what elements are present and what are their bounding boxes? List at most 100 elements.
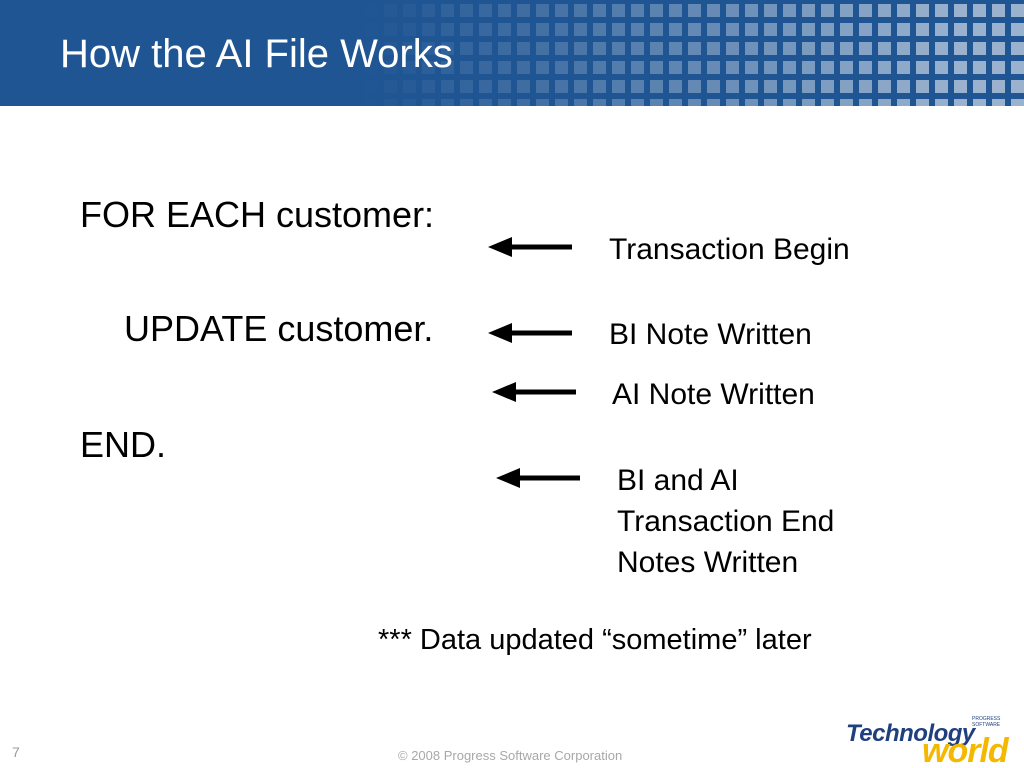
header-pattern-square [460,99,473,106]
header-pattern-square [935,80,948,93]
header-pattern-square [897,4,910,17]
header-pattern-square [859,80,872,93]
header-pattern-square [764,61,777,74]
header-pattern-square [555,80,568,93]
header-pattern-square [878,80,891,93]
header-pattern-square [992,23,1005,36]
header-pattern-square [1011,23,1024,36]
header-pattern-square [498,42,511,55]
header-pattern-square [517,4,530,17]
header-pattern-square [517,80,530,93]
header-pattern-square [859,61,872,74]
copyright: © 2008 Progress Software Corporation [398,748,623,763]
header-pattern-square [745,42,758,55]
header-pattern-square [973,99,986,106]
header-pattern-square [631,99,644,106]
header-pattern-square [916,99,929,106]
header-pattern-square [669,4,682,17]
header-pattern-square [574,23,587,36]
header-pattern-square [555,61,568,74]
header-pattern-square [593,99,606,106]
header-pattern-square [726,4,739,17]
header-pattern-square [574,61,587,74]
header-pattern-square [669,99,682,106]
header-pattern-square [916,23,929,36]
header-pattern-square [726,99,739,106]
header-pattern-square [840,4,853,17]
header-pattern-square [536,61,549,74]
header-pattern-square [821,99,834,106]
header-pattern-square [669,23,682,36]
header-pattern-square [574,4,587,17]
header-pattern-square [498,4,511,17]
technology-world-logo: PROGRESS SOFTWARE Technology world [842,716,1020,768]
note-transaction-end-line1: BI and AI [617,464,739,497]
header-pattern-square [821,42,834,55]
header-pattern-square [726,61,739,74]
header-pattern-square [783,23,796,36]
header-pattern-square [479,42,492,55]
header-pattern-square [840,61,853,74]
header-pattern-square [441,4,454,17]
header-pattern-square [593,23,606,36]
header-pattern-square [859,23,872,36]
header-pattern-square [688,42,701,55]
header-pattern-square [365,4,378,17]
header-pattern-square [631,23,644,36]
header-pattern-square [441,61,454,74]
header-pattern-square [631,80,644,93]
header-pattern-square [745,61,758,74]
note-transaction-end-line2: Transaction End [617,505,835,538]
header-pattern-square [954,23,967,36]
logo-top-text: Technology [846,720,975,747]
header-pattern-square [802,80,815,93]
header-pattern-square [384,80,397,93]
header-pattern-square [783,80,796,93]
header-pattern-square [897,80,910,93]
header-pattern-square [688,61,701,74]
header-pattern-square [536,99,549,106]
header-pattern-square [878,4,891,17]
header-pattern-square [403,99,416,106]
header-pattern-square [1011,80,1024,93]
code-line-for-each: FOR EACH customer: [80,194,435,235]
header-pattern-square [688,80,701,93]
header-pattern-square [479,23,492,36]
header-pattern-square [555,42,568,55]
header-pattern-square [954,4,967,17]
arrow-left-icon [496,468,580,488]
header-pattern-square [992,99,1005,106]
header-pattern-square [840,42,853,55]
header-pattern-square [650,80,663,93]
header-pattern-square [859,99,872,106]
header-pattern-square [707,80,720,93]
header-pattern-square [821,4,834,17]
header-pattern-square [764,80,777,93]
header-pattern-square [517,61,530,74]
header-pattern-square [498,23,511,36]
header-pattern-square [479,99,492,106]
header-pattern-square [954,99,967,106]
header-pattern-square [517,42,530,55]
logo-small-text: PROGRESS SOFTWARE [972,716,1001,728]
header-pattern-square [954,61,967,74]
header-pattern-square [612,42,625,55]
header-pattern-square [726,80,739,93]
header-pattern-square [878,61,891,74]
header-pattern-square [688,4,701,17]
header-pattern-square [555,4,568,17]
header-pattern-square [612,99,625,106]
header-pattern-square [593,42,606,55]
header-pattern-square [992,80,1005,93]
header-pattern-square [973,42,986,55]
header-pattern-square [707,61,720,74]
header-pattern-square [498,99,511,106]
header-pattern-square [422,61,435,74]
header-pattern-square [498,80,511,93]
header-pattern-square [688,23,701,36]
header-pattern-square [479,61,492,74]
header-pattern-square [783,4,796,17]
header-pattern-square [631,4,644,17]
header-pattern-square [973,61,986,74]
header-pattern-square [992,42,1005,55]
